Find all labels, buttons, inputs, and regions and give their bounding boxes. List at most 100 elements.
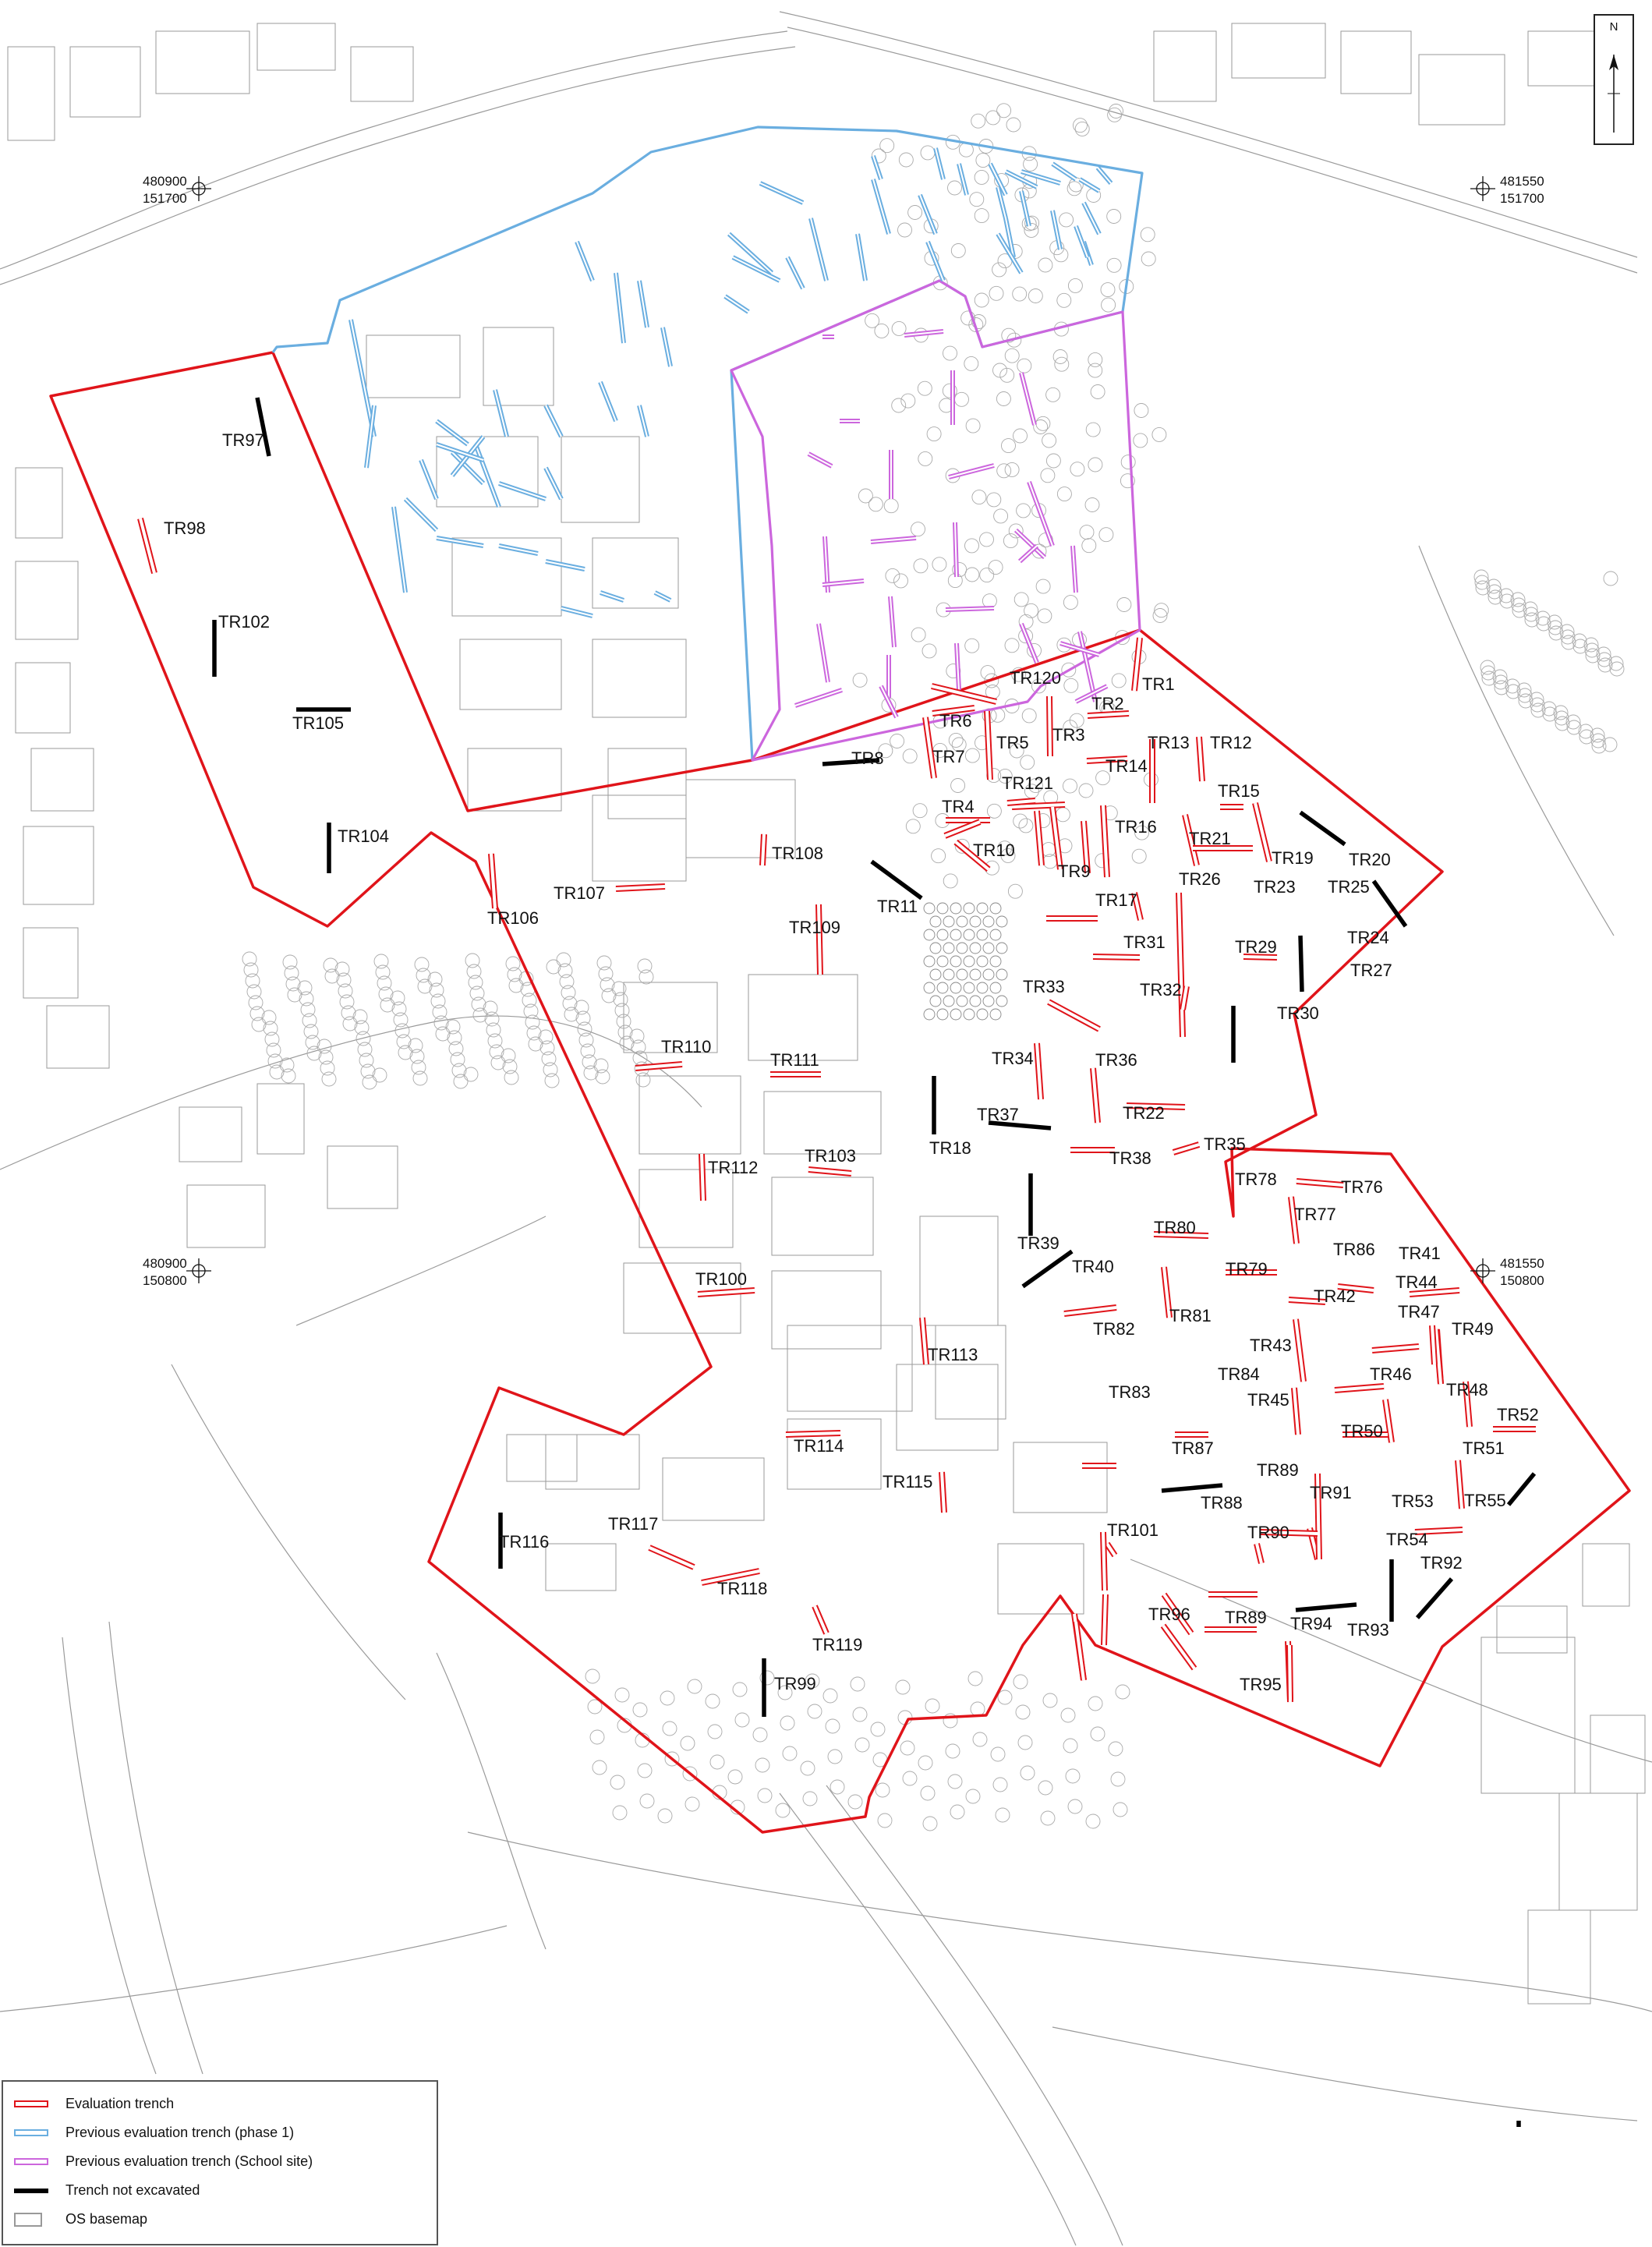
- basemap-tree: [971, 113, 986, 129]
- trench-label: TR99: [774, 1674, 816, 1693]
- grid-northing: 151700: [1500, 191, 1544, 206]
- basemap-road: [0, 30, 788, 270]
- basemap-tank: [943, 915, 955, 928]
- trench-fill: [958, 163, 967, 196]
- basemap-tree: [664, 1751, 680, 1767]
- basemap-building: [1013, 1442, 1108, 1513]
- trench-label: TR111: [770, 1050, 819, 1070]
- basemap-tree: [898, 152, 914, 168]
- trench-label: TR93: [1347, 1620, 1389, 1640]
- trench-fill: [639, 280, 648, 328]
- basemap-tree: [306, 1046, 322, 1061]
- basemap-tree: [267, 1053, 283, 1069]
- basemap-tree: [660, 1690, 675, 1706]
- basemap-building: [1527, 1909, 1591, 2005]
- trench-fill: [1072, 545, 1077, 593]
- trench-fill: [1162, 1266, 1171, 1318]
- basemap-tree: [912, 803, 928, 819]
- basemap-tree: [964, 538, 979, 554]
- basemap-tank: [989, 955, 1002, 968]
- basemap-road: [779, 1792, 1077, 2246]
- basemap-tree: [484, 1011, 500, 1027]
- trench-label: TR23: [1254, 877, 1296, 897]
- trench-fill: [1079, 631, 1096, 702]
- basemap-building: [256, 1083, 305, 1155]
- trench-label: TR19: [1272, 848, 1314, 868]
- trench-fill: [1316, 1473, 1321, 1560]
- trench-fill: [451, 451, 484, 484]
- basemap-tree: [1006, 117, 1021, 133]
- trench-label: TR4: [942, 797, 975, 816]
- trench-not-excavated: [255, 397, 271, 457]
- basemap-tree: [990, 1746, 1006, 1762]
- trench-fill: [1162, 1624, 1196, 1670]
- trench-not-excavated: [1021, 1249, 1074, 1289]
- trench-label: TR34: [992, 1049, 1034, 1068]
- trench-label: TR115: [883, 1472, 932, 1492]
- basemap-tree: [1609, 661, 1625, 677]
- trench-label: TR16: [1115, 817, 1157, 837]
- basemap-tank: [950, 929, 962, 941]
- basemap-tree: [999, 367, 1015, 383]
- basemap-tree: [1154, 603, 1169, 618]
- basemap-tree: [1499, 593, 1515, 609]
- basemap-tree: [528, 1036, 543, 1052]
- basemap-tree: [1152, 608, 1168, 623]
- basemap-tree: [1007, 883, 1023, 899]
- trench-fill: [701, 1569, 760, 1584]
- basemap-tree: [1566, 720, 1582, 735]
- basemap-tree: [1001, 438, 1016, 454]
- basemap-building: [1418, 54, 1505, 126]
- basemap-tree: [1012, 286, 1028, 302]
- basemap-tree: [1018, 818, 1034, 833]
- trench-label: TR20: [1349, 850, 1391, 869]
- basemap-tree: [1134, 825, 1150, 840]
- basemap-tree: [544, 1073, 560, 1088]
- basemap-tank: [982, 995, 995, 1007]
- basemap-tank: [943, 942, 955, 954]
- basemap-tree: [992, 262, 1007, 278]
- basemap-tree: [1038, 257, 1053, 273]
- basemap-tree: [582, 1054, 597, 1070]
- trench-fill: [1431, 1325, 1436, 1365]
- basemap-tree: [1085, 1814, 1101, 1829]
- basemap-tree: [931, 848, 946, 864]
- basemap-tree: [1584, 642, 1600, 658]
- basemap-tree: [1073, 118, 1088, 133]
- basemap-tree: [870, 1722, 886, 1737]
- basemap-tree: [822, 1688, 838, 1704]
- basemap-tree: [430, 993, 446, 1009]
- basemap-tree: [1529, 692, 1544, 707]
- basemap-building: [771, 1270, 882, 1350]
- basemap-tree: [373, 954, 389, 969]
- basemap-tree: [1480, 665, 1496, 681]
- trench-fill: [785, 1431, 841, 1436]
- basemap-tree: [871, 148, 886, 164]
- trench-label: TR77: [1294, 1205, 1336, 1224]
- trench-fill: [700, 1153, 705, 1201]
- basemap-tree: [992, 1777, 1008, 1792]
- basemap-tank: [963, 1008, 975, 1021]
- trench-fill: [697, 1289, 755, 1296]
- trench-fill: [662, 327, 671, 367]
- trench-fill: [561, 607, 593, 617]
- basemap-tree: [954, 838, 970, 854]
- basemap-building: [467, 748, 562, 812]
- legend-label: OS basemap: [65, 2211, 148, 2227]
- basemap-tree: [600, 977, 615, 993]
- trench-fill: [405, 498, 437, 531]
- basemap-tree: [616, 1014, 631, 1029]
- basemap-tree: [847, 1794, 863, 1810]
- trench-label: TR86: [1333, 1240, 1375, 1259]
- trench-fill: [944, 820, 981, 837]
- basemap-tree: [945, 1743, 960, 1759]
- trench-label: TR89: [1225, 1608, 1267, 1627]
- basemap-building: [23, 927, 79, 999]
- north-label: N: [1609, 20, 1618, 34]
- basemap-tree: [1100, 282, 1116, 298]
- basemap-tree: [281, 1068, 296, 1084]
- basemap-tree: [727, 1769, 743, 1785]
- trench-label: TR82: [1093, 1319, 1135, 1339]
- basemap-tree: [1067, 1799, 1083, 1814]
- basemap-tree: [950, 1804, 965, 1820]
